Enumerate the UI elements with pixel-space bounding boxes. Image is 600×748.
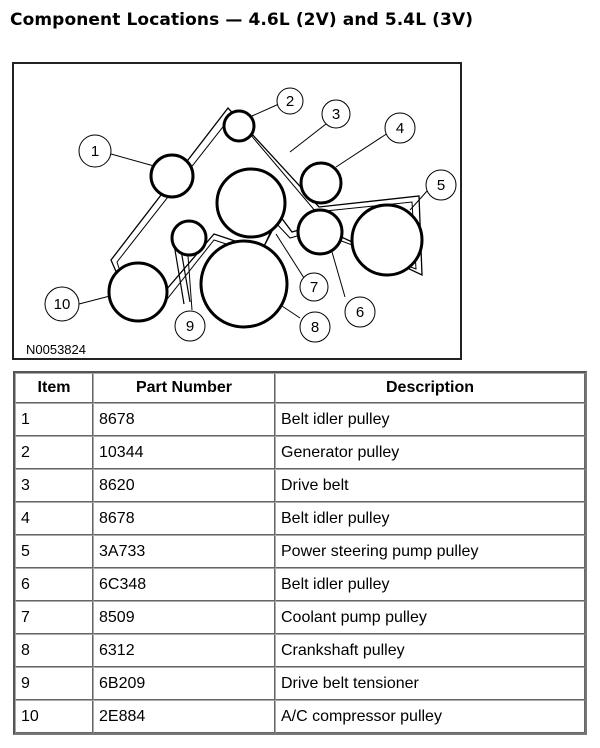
cell-description: Crankshaft pulley [275,634,585,667]
power-steering-pump-pulley [350,203,424,277]
cell-item: 6 [15,568,93,601]
coolant-pump-pulley [215,167,287,239]
belt-routing-diagram: 1 2 3 4 5 6 7 8 9 10 N0053824 [12,62,462,360]
table-row: 1 8678 Belt idler pulley [15,403,585,436]
ac-compressor-pulley [107,261,169,323]
table-row: 7 8509 Coolant pump pulley [15,601,585,634]
table-header-row: Item Part Number Description [15,373,585,403]
belt-idler-pulley-1 [149,153,195,199]
cell-item: 4 [15,502,93,535]
callout-2 [276,87,304,115]
page-title: Component Locations — 4.6L (2V) and 5.4L… [10,10,474,30]
cell-part-number: 8509 [93,601,275,634]
cell-description: Belt idler pulley [275,403,585,436]
table-row: 10 2E884 A/C compressor pulley [15,700,585,733]
cell-description: Drive belt [275,469,585,502]
cell-description: Belt idler pulley [275,568,585,601]
callout-4 [384,112,416,144]
figure-id: N0053824 [26,342,86,357]
callout-label-8: 8 [311,319,319,336]
cell-part-number: 6C348 [93,568,275,601]
cell-item: 8 [15,634,93,667]
callout-label-4: 4 [396,120,404,137]
callout-label-10: 10 [54,296,71,313]
cell-part-number: 6312 [93,634,275,667]
cell-part-number: 3A733 [93,535,275,568]
cell-description: Power steering pump pulley [275,535,585,568]
cell-item: 2 [15,436,93,469]
cell-part-number: 2E884 [93,700,275,733]
callout-label-9: 9 [186,318,194,335]
cell-item: 7 [15,601,93,634]
table-row: 9 6B209 Drive belt tensioner [15,667,585,700]
cell-item: 5 [15,535,93,568]
cell-item: 3 [15,469,93,502]
cell-part-number: 10344 [93,436,275,469]
table-row: 8 6312 Crankshaft pulley [15,634,585,667]
crankshaft-pulley [199,239,289,329]
cell-item: 10 [15,700,93,733]
callout-label-6: 6 [356,304,364,321]
belt-idler-pulley-6 [296,208,344,256]
cell-description: Generator pulley [275,436,585,469]
cell-description: Drive belt tensioner [275,667,585,700]
diagram-canvas: 1 2 3 4 5 6 7 8 9 10 [44,87,457,343]
cell-description: Belt idler pulley [275,502,585,535]
table-row: 5 3A733 Power steering pump pulley [15,535,585,568]
callout-3 [321,99,351,129]
table-row: 2 10344 Generator pulley [15,436,585,469]
callout-label-3: 3 [332,106,340,123]
callout-9 [174,310,206,342]
header-item: Item [15,373,93,403]
cell-description: Coolant pump pulley [275,601,585,634]
cell-item: 9 [15,667,93,700]
callout-1 [78,134,112,168]
header-part-number: Part Number [93,373,275,403]
generator-pulley [222,109,256,143]
tensioner-arm [173,243,185,305]
callout-7 [299,272,329,302]
cell-item: 1 [15,403,93,436]
callout-6 [344,296,376,328]
cell-description: A/C compressor pulley [275,700,585,733]
cell-part-number: 8678 [93,502,275,535]
belt-idler-pulley-4 [299,161,343,205]
callout-label-2: 2 [286,93,294,110]
callout-10 [44,286,80,322]
table-row: 6 6C348 Belt idler pulley [15,568,585,601]
table-row: 3 8620 Drive belt [15,469,585,502]
cell-part-number: 8678 [93,403,275,436]
callout-label-5: 5 [437,177,445,194]
drive-belt-tensioner-pulley [170,219,208,257]
callout-8 [299,311,331,343]
cell-part-number: 8620 [93,469,275,502]
callout-5 [425,169,457,201]
header-description: Description [275,373,585,403]
parts-table: Item Part Number Description 1 8678 Belt… [13,371,587,735]
callout-label-1: 1 [91,143,99,160]
cell-part-number: 6B209 [93,667,275,700]
callout-label-7: 7 [310,279,318,296]
table-row: 4 8678 Belt idler pulley [15,502,585,535]
